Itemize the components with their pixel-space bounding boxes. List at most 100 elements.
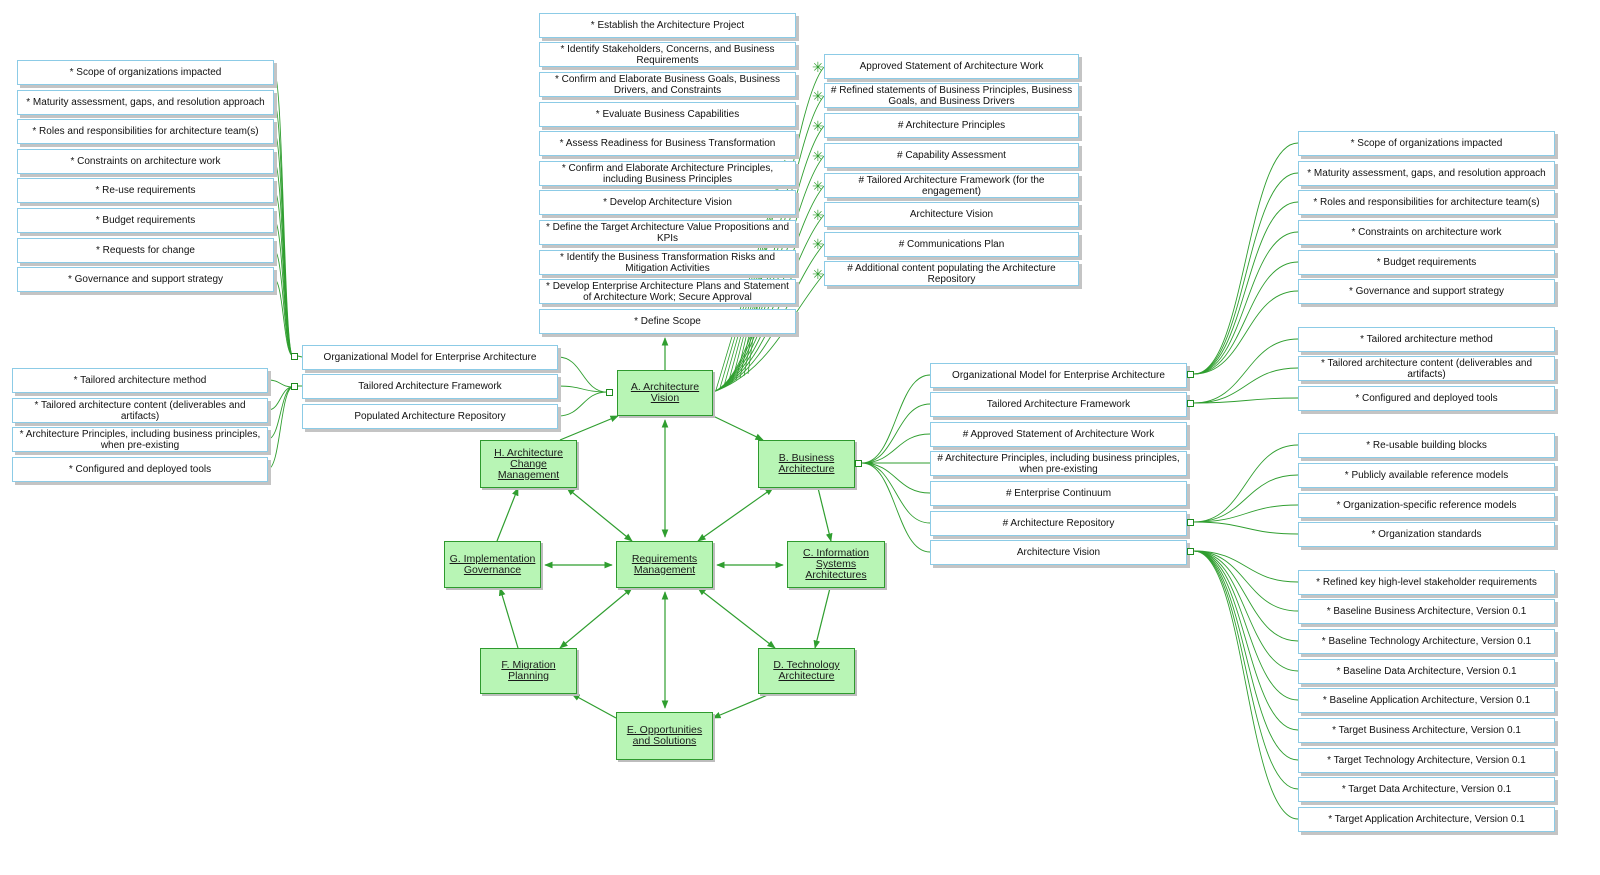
step-identify-stakeholders[interactable]: * Identify Stakeholders, Concerns, and B… [539, 42, 796, 67]
step-evaluate-capabilities[interactable]: * Evaluate Business Capabilities [539, 102, 796, 127]
right-vision-target-data[interactable]: * Target Data Architecture, Version 0.1 [1298, 777, 1555, 802]
output-architecture-principles[interactable]: # Architecture Principles [824, 113, 1079, 138]
right-repo-standards[interactable]: * Organization standards [1298, 522, 1555, 547]
link-right-org-2 [1193, 201, 1299, 375]
right-vision-baseline-business[interactable]: * Baseline Business Architecture, Versio… [1298, 599, 1555, 624]
connector-star: ✳ [812, 60, 824, 76]
right-framework-content[interactable]: * Tailored architecture content (deliver… [1298, 356, 1555, 381]
link-right-vision-7 [1193, 550, 1299, 790]
phase-c-information-systems-architectures[interactable]: C. Information Systems Architectures [787, 541, 885, 588]
link-left-org-0 [273, 71, 294, 357]
port-b-inputs [855, 460, 862, 467]
link-left-org-5 [273, 219, 294, 357]
phase-h-architecture-change-management[interactable]: H. Architecture Change Management [480, 440, 577, 488]
left-org-roles[interactable]: * Roles and responsibilities for archite… [17, 119, 274, 144]
b-input-org-model[interactable]: Organizational Model for Enterprise Arch… [930, 363, 1187, 388]
b-input-architecture-principles[interactable]: # Architecture Principles, including bus… [930, 451, 1187, 476]
step-confirm-principles[interactable]: * Confirm and Elaborate Architecture Pri… [539, 161, 796, 186]
link-right-vision-2 [1193, 550, 1299, 642]
left-org-requests[interactable]: * Requests for change [17, 238, 274, 263]
right-vision-stakeholder-reqs[interactable]: * Refined key high-level stakeholder req… [1298, 570, 1555, 595]
link-a-input-1 [557, 385, 608, 393]
output-communications-plan[interactable]: # Communications Plan [824, 232, 1079, 257]
connector-star: ✳ [812, 179, 824, 195]
b-input-architecture-vision[interactable]: Architecture Vision [930, 540, 1187, 565]
output-refined-statements[interactable]: # Refined statements of Business Princip… [824, 83, 1079, 108]
step-establish-project[interactable]: * Establish the Architecture Project [539, 13, 796, 38]
b-input-enterprise-continuum[interactable]: # Enterprise Continuum [930, 481, 1187, 506]
connector-star: ✳ [812, 267, 824, 283]
link-left-fw-3 [267, 386, 294, 470]
left-framework-tools[interactable]: * Configured and deployed tools [12, 457, 268, 482]
phase-b-business-architecture[interactable]: B. Business Architecture [758, 440, 855, 488]
left-org-constraints[interactable]: * Constraints on architecture work [17, 149, 274, 174]
link-right-fw-1 [1193, 367, 1299, 404]
port-right-vision [1187, 548, 1194, 555]
right-repo-org-models[interactable]: * Organization-specific reference models [1298, 493, 1555, 518]
b-input-approved-statement[interactable]: # Approved Statement of Architecture Wor… [930, 422, 1187, 447]
right-vision-baseline-data[interactable]: * Baseline Data Architecture, Version 0.… [1298, 659, 1555, 684]
step-assess-readiness[interactable]: * Assess Readiness for Business Transfor… [539, 131, 796, 156]
output-architecture-vision[interactable]: Architecture Vision [824, 202, 1079, 227]
right-vision-target-technology[interactable]: * Target Technology Architecture, Versio… [1298, 748, 1555, 773]
right-vision-baseline-application[interactable]: * Baseline Application Architecture, Ver… [1298, 688, 1555, 713]
step-define-scope[interactable]: * Define Scope [539, 309, 796, 334]
step-develop-plans[interactable]: * Develop Enterprise Architecture Plans … [539, 279, 796, 304]
phase-d-technology-architecture[interactable]: D. Technology Architecture [758, 648, 855, 694]
b-input-tailored-framework[interactable]: Tailored Architecture Framework [930, 392, 1187, 417]
output-additional-content[interactable]: # Additional content populating the Arch… [824, 261, 1079, 286]
right-org-maturity[interactable]: * Maturity assessment, gaps, and resolut… [1298, 161, 1555, 186]
link-right-repo-0 [1193, 444, 1299, 523]
b-input-architecture-repository[interactable]: # Architecture Repository [930, 511, 1187, 536]
requirements-management[interactable]: Requirements Management [616, 541, 713, 588]
link-right-vision-1 [1193, 550, 1299, 612]
link-right-org-4 [1193, 261, 1299, 375]
left-org-reuse[interactable]: * Re-use requirements [17, 178, 274, 203]
left-framework-content[interactable]: * Tailored architecture content (deliver… [12, 398, 268, 423]
connector-star: ✳ [812, 237, 824, 253]
left-org-maturity[interactable]: * Maturity assessment, gaps, and resolut… [17, 90, 274, 115]
right-org-roles[interactable]: * Roles and responsibilities for archite… [1298, 190, 1555, 215]
a-input-org-model[interactable]: Organizational Model for Enterprise Arch… [302, 345, 558, 370]
step-define-value-propositions[interactable]: * Define the Target Architecture Value P… [539, 220, 796, 245]
link-port-org [297, 355, 303, 358]
right-vision-baseline-technology[interactable]: * Baseline Technology Architecture, Vers… [1298, 629, 1555, 654]
left-org-scope[interactable]: * Scope of organizations impacted [17, 60, 274, 85]
link-right-vision-4 [1193, 550, 1299, 701]
left-framework-principles[interactable]: * Architecture Principles, including bus… [12, 427, 268, 452]
output-tailored-framework[interactable]: # Tailored Architecture Framework (for t… [824, 173, 1079, 198]
right-org-constraints[interactable]: * Constraints on architecture work [1298, 220, 1555, 245]
phase-a-architecture-vision[interactable]: A. Architecture Vision [617, 370, 713, 416]
link-left-fw-2 [267, 386, 294, 440]
output-capability-assessment[interactable]: # Capability Assessment [824, 143, 1079, 168]
connector-star: ✳ [812, 119, 824, 135]
step-identify-risks[interactable]: * Identify the Business Transformation R… [539, 250, 796, 275]
connector-star: ✳ [812, 149, 824, 165]
right-vision-target-application[interactable]: * Target Application Architecture, Versi… [1298, 807, 1555, 832]
right-repo-building-blocks[interactable]: * Re-usable building blocks [1298, 433, 1555, 458]
step-confirm-business-goals[interactable]: * Confirm and Elaborate Business Goals, … [539, 72, 796, 97]
right-org-scope[interactable]: * Scope of organizations impacted [1298, 131, 1555, 156]
a-input-tailored-framework[interactable]: Tailored Architecture Framework [302, 374, 558, 399]
left-org-governance[interactable]: * Governance and support strategy [17, 267, 274, 292]
phase-g-implementation-governance[interactable]: G. Implementation Governance [444, 541, 541, 588]
right-framework-method[interactable]: * Tailored architecture method [1298, 327, 1555, 352]
step-develop-vision[interactable]: * Develop Architecture Vision [539, 190, 796, 215]
right-vision-target-business[interactable]: * Target Business Architecture, Version … [1298, 718, 1555, 743]
right-org-governance[interactable]: * Governance and support strategy [1298, 279, 1555, 304]
arrow-rm-b [697, 487, 774, 542]
port-left-framework-bundle [291, 383, 298, 390]
left-org-budget[interactable]: * Budget requirements [17, 208, 274, 233]
right-repo-public-models[interactable]: * Publicly available reference models [1298, 463, 1555, 488]
a-input-populated-repository[interactable]: Populated Architecture Repository [302, 404, 558, 429]
output-approved-statement[interactable]: Approved Statement of Architecture Work [824, 54, 1079, 79]
right-org-budget[interactable]: * Budget requirements [1298, 250, 1555, 275]
phase-e-opportunities-and-solutions[interactable]: E. Opportunities and Solutions [616, 712, 713, 760]
link-left-org-7 [273, 278, 294, 357]
arrow-c-d [813, 587, 831, 649]
right-framework-tools[interactable]: * Configured and deployed tools [1298, 386, 1555, 411]
left-framework-method[interactable]: * Tailored architecture method [12, 368, 268, 393]
link-left-org-6 [273, 249, 294, 357]
phase-f-migration-planning[interactable]: F. Migration Planning [480, 648, 577, 694]
link-b-input-1 [861, 403, 931, 464]
